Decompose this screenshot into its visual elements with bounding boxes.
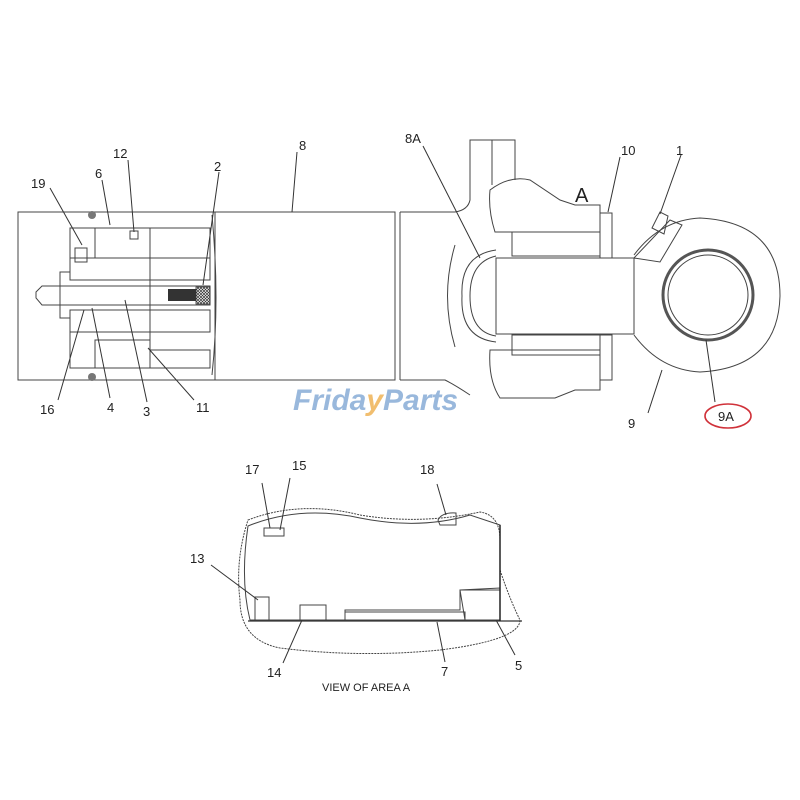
detail-callouts: 17 15 18 13 14 7 5 VIEW OF AREA A [190, 458, 522, 694]
detail-leader-lines [210, 477, 516, 664]
callout-14: 14 [267, 665, 281, 680]
callout-11: 11 [196, 400, 210, 415]
callout-1: 1 [676, 143, 683, 158]
watermark-logo: FridayParts [293, 384, 458, 417]
callout-12: 12 [113, 146, 127, 161]
callout-15: 15 [292, 458, 306, 473]
detail-view-area-a [238, 508, 522, 655]
callout-5: 5 [515, 658, 522, 673]
callout-16: 16 [40, 402, 54, 417]
callout-10: 10 [621, 143, 635, 158]
callout-19: 19 [31, 176, 45, 191]
callout-9a: 9A [718, 409, 734, 424]
detail-caption: VIEW OF AREA A [322, 682, 411, 694]
rod-end-housing [489, 178, 601, 233]
callout-7: 7 [441, 664, 448, 679]
callout-13: 13 [190, 551, 204, 566]
callout-17: 17 [245, 462, 259, 477]
callout-8a: 8A [405, 131, 421, 146]
callout-3: 3 [143, 404, 150, 419]
svg-text:FridayParts: FridayParts [293, 384, 458, 417]
rod-eye [633, 217, 781, 373]
area-a-marker: A [575, 185, 589, 207]
callout-9: 9 [628, 416, 635, 431]
callout-4: 4 [107, 400, 114, 415]
highlight-ring-9a [704, 403, 752, 429]
piston-rod [495, 257, 635, 335]
detail-gland-body [243, 512, 501, 621]
cylinder-main-view [17, 139, 781, 399]
cylinder-tube [215, 211, 396, 381]
callout-18: 18 [420, 462, 434, 477]
main-callouts: 19 6 12 2 8 8A 10 1 A 16 4 3 11 9 9A [31, 131, 752, 431]
callout-2: 2 [214, 159, 221, 174]
callout-6: 6 [95, 166, 102, 181]
callout-8: 8 [299, 138, 306, 153]
bearing-9a [661, 248, 755, 342]
main-leader-lines [49, 145, 716, 414]
